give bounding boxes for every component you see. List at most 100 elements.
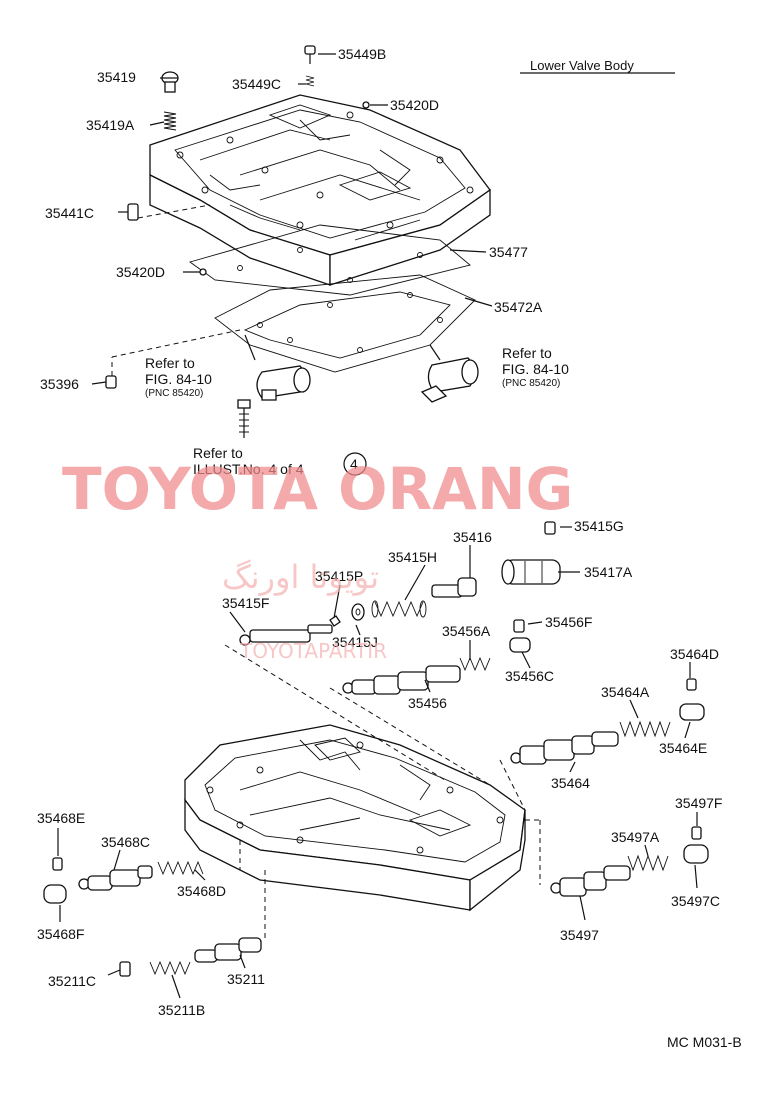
spring-35468D	[157, 860, 204, 876]
label-35456A: 35456A	[442, 623, 491, 639]
plug-35419	[161, 71, 179, 93]
label-35456C: 35456C	[505, 668, 554, 684]
valve-35416	[431, 577, 477, 598]
label-35420D-lower: 35420D	[116, 264, 165, 280]
label-35396: 35396	[40, 376, 79, 392]
lower-assembly-lines	[224, 644, 541, 940]
solenoid-left	[244, 334, 311, 401]
valve-35456	[342, 665, 461, 695]
sleeve-35456C	[509, 637, 531, 653]
label-35497A: 35497A	[611, 829, 660, 845]
title-text: Lower Valve Body	[530, 58, 634, 73]
plug-35497F	[691, 826, 702, 840]
label-35441C: 35441C	[45, 205, 94, 221]
spring-35464A	[619, 720, 671, 738]
ref-left-line1: Refer to	[145, 355, 195, 371]
ball-35420D-upper	[362, 101, 370, 109]
label-35497: 35497	[560, 927, 599, 943]
label-35468D: 35468D	[177, 883, 226, 899]
label-35477: 35477	[489, 244, 528, 260]
ball-35420D-lower	[199, 268, 207, 276]
spring-35456A	[459, 656, 491, 672]
watermark-site: TOYOTAPARTIR	[239, 639, 387, 663]
ref-left-line2: FIG. 84-10	[145, 371, 212, 387]
label-35449B: 35449B	[338, 46, 386, 62]
label-35472A: 35472A	[494, 299, 543, 315]
plug-35211C	[119, 961, 131, 977]
illust-badge-number: 4	[350, 456, 358, 472]
sleeve-35468F	[43, 884, 67, 904]
bolt-illust-4	[237, 399, 251, 438]
label-35456: 35456	[408, 695, 447, 711]
label-35468F: 35468F	[37, 926, 84, 942]
label-35415P: 35415P	[315, 568, 363, 584]
spring-35211B	[149, 960, 191, 976]
label-35415J: 35415J	[332, 634, 378, 650]
sleeve-35417A	[501, 559, 561, 585]
plug-35456F	[513, 619, 525, 633]
spring-35449C	[305, 75, 315, 87]
label-35464D: 35464D	[670, 646, 719, 662]
reference-right: Refer to FIG. 84-10 (PNC 85420)	[502, 345, 569, 389]
lower-leaders	[57, 526, 698, 999]
diagram-title: Lower Valve Body	[520, 58, 675, 74]
separator-plate-35472A	[214, 274, 476, 373]
reference-left: Refer to FIG. 84-10 (PNC 85420)	[145, 355, 212, 399]
label-35419A: 35419A	[86, 117, 135, 133]
label-35420D-upper: 35420D	[390, 97, 439, 113]
illust-badge-circle	[343, 452, 367, 476]
label-35468C: 35468C	[101, 834, 150, 850]
part-labels: 35449B 35419 35449C 35420D 35419A 35441C…	[37, 46, 722, 1018]
label-35449C: 35449C	[232, 76, 281, 92]
label-35464: 35464	[551, 775, 590, 791]
label-35468E: 35468E	[37, 810, 85, 826]
label-35497C: 35497C	[671, 893, 720, 909]
watermark-persian: تویوتا اورنگ	[222, 558, 379, 596]
plug-35415G	[544, 521, 556, 535]
ref-illust-line1: Refer to	[193, 445, 243, 461]
lower-valve-body-plate	[184, 724, 526, 912]
spring-35415H	[371, 600, 427, 618]
label-35464A: 35464A	[601, 684, 650, 700]
spring-35419A	[163, 111, 177, 131]
label-35211: 35211	[227, 971, 265, 987]
label-35416: 35416	[453, 529, 492, 545]
upper-leaders	[91, 53, 493, 385]
valve-35415F	[229, 611, 333, 646]
washer-35415J	[351, 603, 365, 621]
valve-35464	[510, 731, 619, 765]
ref-left-line3: (PNC 85420)	[145, 388, 203, 399]
sleeve-35497C	[683, 844, 709, 864]
sleeve-35464E	[679, 703, 705, 721]
spring-35497A	[627, 854, 669, 872]
label-35497F: 35497F	[675, 795, 722, 811]
clip-35415P	[329, 615, 341, 627]
watermark-main: TOYOTA ORANG	[62, 455, 573, 523]
solenoid-right	[420, 344, 479, 403]
ref-illust-line2: ILLUST.No. 4 of 4	[193, 461, 304, 477]
watermark: TOYOTA ORANG تویوتا اورنگ TOYOTAPARTIR	[62, 455, 573, 663]
label-35211C: 35211C	[48, 973, 96, 989]
plug-35468E	[52, 857, 63, 871]
label-35464E: 35464E	[659, 740, 707, 756]
valve-35497	[550, 865, 631, 897]
label-35419: 35419	[97, 69, 136, 85]
label-35415G: 35415G	[574, 518, 624, 534]
valve-35468C	[78, 865, 153, 891]
label-35417A: 35417A	[584, 564, 633, 580]
label-35211B: 35211B	[158, 1002, 205, 1018]
ref-right-line3: (PNC 85420)	[502, 378, 560, 389]
reference-illust: Refer to ILLUST.No. 4 of 4 4	[193, 445, 367, 477]
ref-right-line2: FIG. 84-10	[502, 361, 569, 377]
upper-valve-body-plate	[149, 94, 491, 286]
footer-code: MC M031-B	[667, 1034, 742, 1050]
label-35456F: 35456F	[545, 614, 592, 630]
valve-35211	[194, 937, 262, 963]
label-35415H: 35415H	[388, 549, 437, 565]
plug-35464D	[686, 678, 697, 691]
gasket-35477	[188, 224, 471, 296]
ref-right-line1: Refer to	[502, 345, 552, 361]
bolt-35449B	[304, 45, 316, 64]
